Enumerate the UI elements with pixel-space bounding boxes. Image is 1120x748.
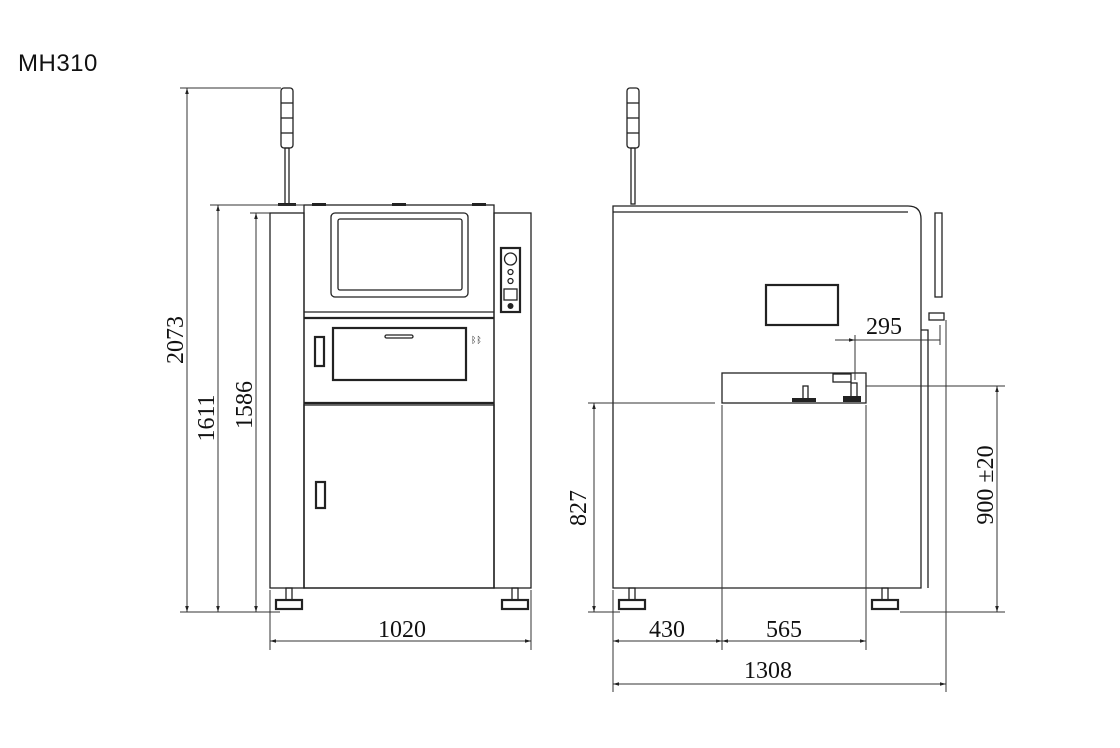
feet — [617, 587, 900, 611]
dim-430: 430 — [649, 617, 685, 643]
model-title: MH310 — [18, 50, 98, 77]
door-handle — [314, 480, 327, 510]
right-column — [493, 212, 532, 589]
signal-tower — [626, 87, 640, 205]
drawer — [331, 326, 468, 382]
dim-1020: 1020 — [378, 617, 426, 643]
svg-text:ᛒᛒ: ᛒᛒ — [471, 335, 482, 345]
dim-1308: 1308 — [744, 658, 792, 684]
dim-2073: 2073 — [163, 316, 189, 364]
side-dimensions: 295 827 900 ±20 430 565 1308 — [566, 314, 1005, 692]
side-window — [764, 283, 840, 327]
dim-565: 565 — [766, 617, 802, 643]
dim-900: 900 ±20 — [973, 445, 999, 524]
drawer-lock — [313, 335, 326, 368]
front-view: ᛒᛒ — [269, 87, 532, 611]
main-body — [303, 204, 495, 589]
dim-295: 295 — [866, 314, 902, 340]
side-handle — [934, 212, 943, 298]
dim-1611: 1611 — [194, 394, 220, 441]
side-view — [612, 87, 945, 611]
door — [303, 404, 495, 589]
dim-1586: 1586 — [232, 381, 258, 429]
side-body — [612, 205, 922, 589]
monitor-frame — [330, 212, 469, 298]
front-dimensions: 2073 1611 1586 1020 — [163, 87, 532, 650]
dim-827: 827 — [566, 490, 592, 526]
feet — [274, 587, 530, 611]
conveyor — [721, 372, 867, 404]
control-panel — [499, 246, 522, 314]
signal-tower — [278, 87, 296, 206]
left-column — [269, 212, 305, 589]
monitor-screen — [337, 218, 463, 291]
